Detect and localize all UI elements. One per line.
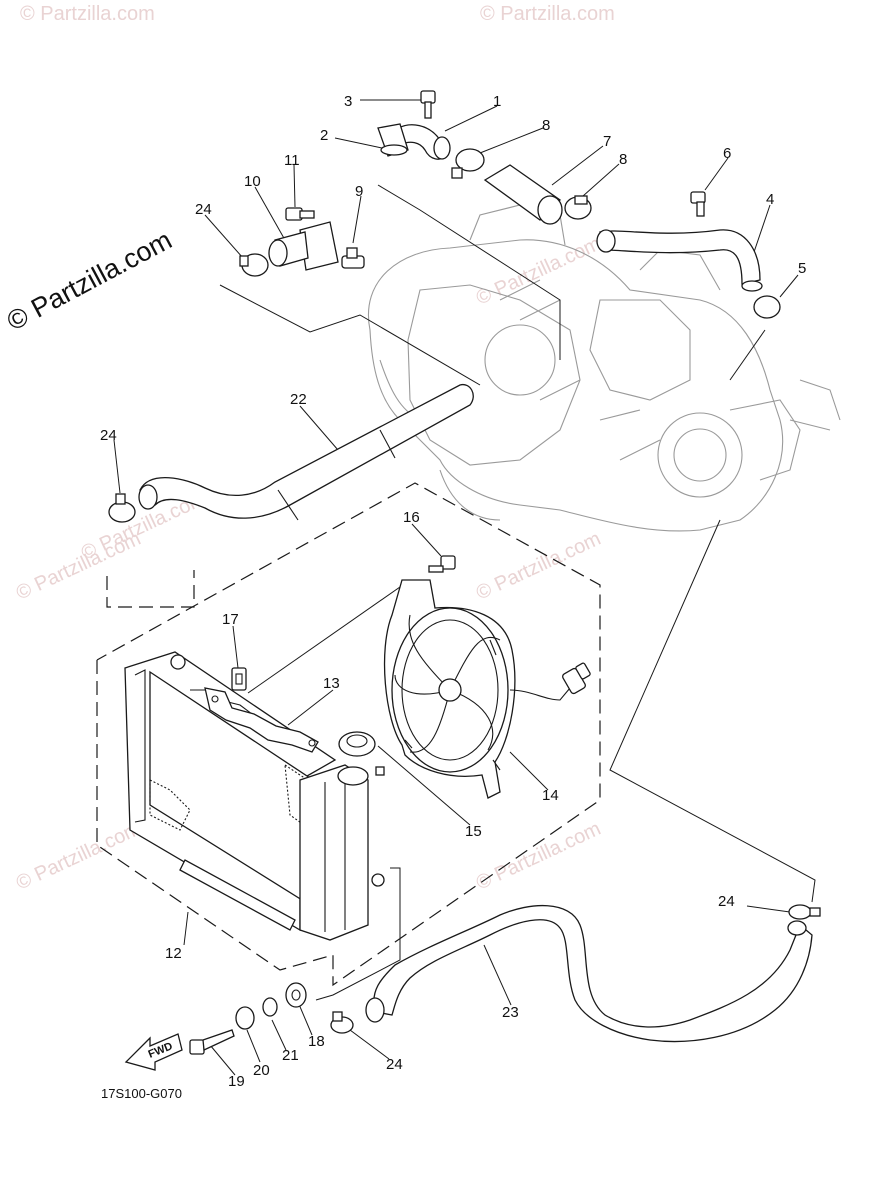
watermark: © Partzilla.com bbox=[473, 233, 604, 310]
gasket-part-2 bbox=[377, 123, 409, 157]
callout-23: 23 bbox=[502, 1004, 519, 1021]
callout-13: 13 bbox=[323, 675, 340, 692]
callout-22: 22 bbox=[290, 391, 307, 408]
hose-part-7 bbox=[483, 164, 563, 225]
grommet-part-18 bbox=[285, 982, 307, 1008]
callout-24: 24 bbox=[100, 427, 117, 444]
callout-24: 24 bbox=[195, 201, 212, 218]
callout-14: 14 bbox=[542, 787, 559, 804]
outlet-pipe-part-1 bbox=[394, 124, 451, 160]
plug-part-9 bbox=[341, 247, 365, 269]
callout-8: 8 bbox=[542, 117, 550, 134]
bolt-part-6 bbox=[690, 191, 706, 217]
hose-clamp-part-24 bbox=[788, 904, 821, 920]
hose-clamp-part-8 bbox=[564, 195, 592, 220]
callout-24: 24 bbox=[386, 1056, 403, 1073]
callout-15: 15 bbox=[465, 823, 482, 840]
callout-4: 4 bbox=[766, 191, 774, 208]
watermark: © Partzilla.com bbox=[480, 3, 615, 25]
callout-12: 12 bbox=[165, 945, 182, 962]
callout-18: 18 bbox=[308, 1033, 325, 1050]
callout-2: 2 bbox=[320, 127, 328, 144]
forward-arrow: FWD bbox=[124, 1033, 183, 1071]
radiator-cap-part-15 bbox=[337, 731, 385, 786]
diagram-code: 17S100-G070 bbox=[101, 1086, 182, 1101]
callout-5: 5 bbox=[798, 260, 806, 277]
bolt-part-3 bbox=[420, 90, 436, 119]
hose-routing-frame bbox=[106, 570, 195, 608]
bolt-part-11 bbox=[285, 207, 315, 221]
hose-clamp-part-24 bbox=[239, 253, 269, 277]
callout-19: 19 bbox=[228, 1073, 245, 1090]
callout-7: 7 bbox=[603, 133, 611, 150]
callout-20: 20 bbox=[253, 1062, 270, 1079]
watermark: © Partzilla.com bbox=[473, 528, 604, 605]
fan-assembly-part-14 bbox=[383, 579, 591, 799]
joint-part-10 bbox=[268, 221, 339, 271]
collar-part-21 bbox=[262, 997, 278, 1017]
watermark: © Partzilla.com bbox=[473, 818, 604, 895]
bolt-part-19 bbox=[189, 1029, 235, 1055]
bolt-part-16 bbox=[428, 555, 456, 573]
hose-clamp-part-24 bbox=[330, 1011, 354, 1034]
washer-part-20 bbox=[235, 1006, 255, 1030]
bracket-part-13 bbox=[204, 687, 319, 753]
o-ring-part-5 bbox=[753, 295, 781, 319]
pipe-part-4 bbox=[596, 229, 763, 292]
callout-labels: 3 1 2 8 7 8 6 11 10 9 4 24 5 22 24 16 17… bbox=[100, 93, 806, 1090]
hose-clamp-part-8 bbox=[451, 148, 485, 179]
callout-21: 21 bbox=[282, 1047, 299, 1064]
callout-24: 24 bbox=[718, 893, 735, 910]
hose-part-23 bbox=[365, 905, 813, 1043]
radiator-assembly-frame bbox=[96, 482, 601, 987]
watermark: © Partzilla.com bbox=[13, 818, 144, 895]
radiator-part-12 bbox=[124, 651, 385, 941]
callout-11: 11 bbox=[284, 152, 300, 169]
callout-10: 10 bbox=[244, 173, 261, 190]
callout-8: 8 bbox=[619, 151, 627, 168]
callout-17: 17 bbox=[222, 611, 239, 628]
hose-part-22 bbox=[138, 383, 474, 521]
engine-outline bbox=[368, 204, 841, 532]
callout-1: 1 bbox=[493, 93, 501, 110]
callout-3: 3 bbox=[344, 93, 352, 110]
callout-6: 6 bbox=[723, 145, 731, 162]
watermark: © Partzilla.com bbox=[20, 3, 155, 25]
callout-9: 9 bbox=[355, 183, 363, 200]
hose-clamp-part-24 bbox=[108, 493, 136, 523]
clip-part-17 bbox=[231, 667, 247, 691]
callout-16: 16 bbox=[403, 509, 420, 526]
